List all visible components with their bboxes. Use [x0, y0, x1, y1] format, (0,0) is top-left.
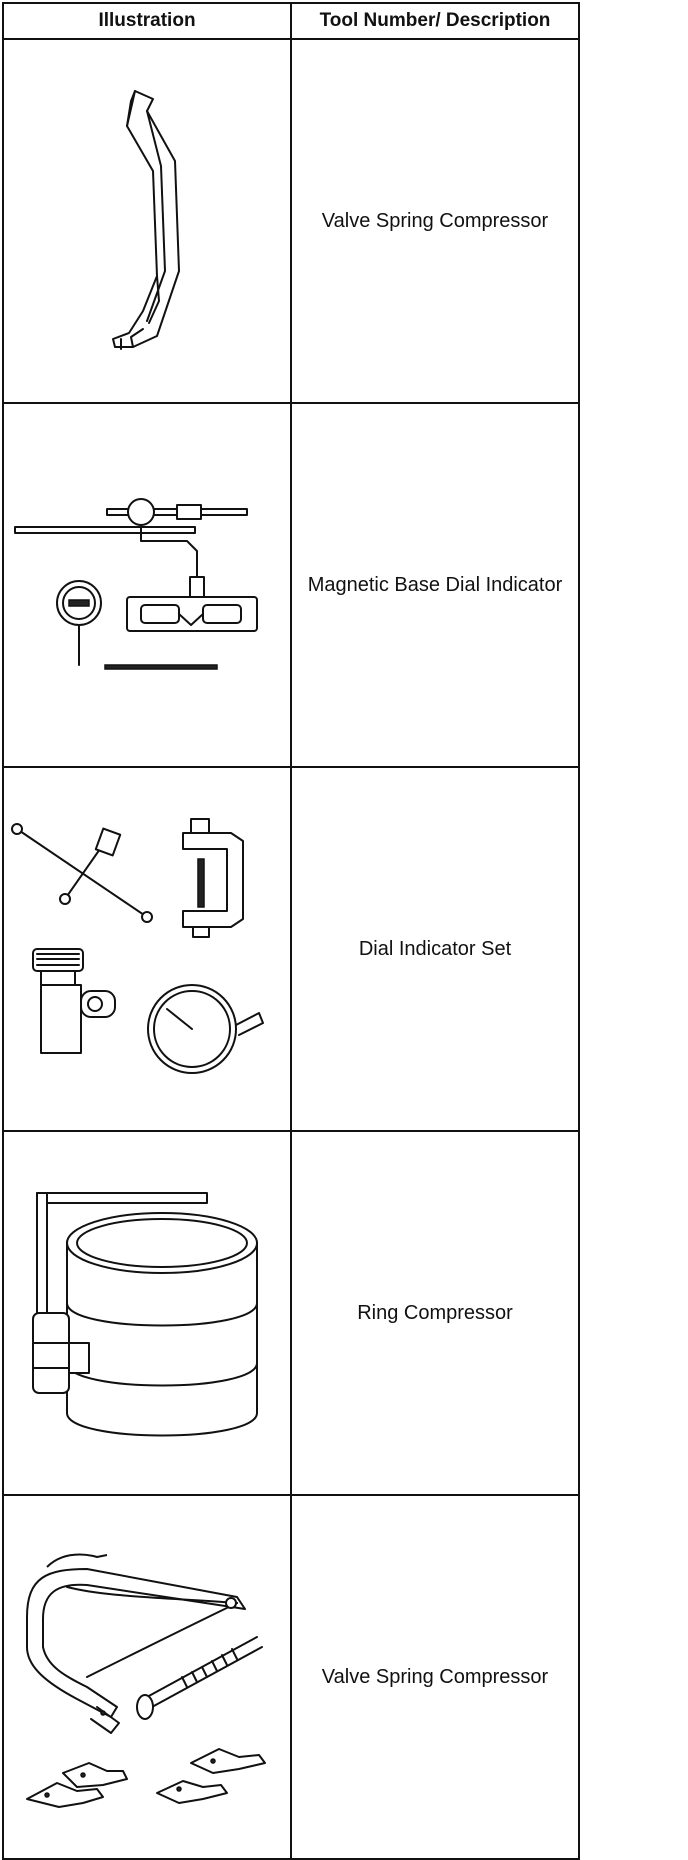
table-row: Valve Spring Compressor — [2, 38, 580, 404]
tool-description: Ring Compressor — [290, 1130, 580, 1496]
tool-description: Valve Spring Compressor — [290, 1494, 580, 1860]
valve-spring-compressor-c-clamp-icon — [26, 1553, 266, 1808]
description-column-header: Tool Number/ Description — [290, 2, 580, 40]
special-tools-table: Illustration Tool Number/ Description Va… — [2, 2, 580, 1860]
table-header-row: Illustration Tool Number/ Description — [2, 2, 580, 40]
table-row: Ring Compressor — [2, 1130, 580, 1496]
valve-spring-compressor-lever-icon — [112, 90, 180, 350]
illustration-column-header: Illustration — [2, 2, 292, 40]
illustration-cell — [2, 1494, 292, 1860]
table-row: Magnetic Base Dial Indicator — [2, 402, 580, 768]
tool-table-page: Illustration Tool Number/ Description Va… — [0, 0, 581, 1860]
illustration-cell — [2, 38, 292, 404]
tool-description: Valve Spring Compressor — [290, 38, 580, 404]
magnetic-base-dial-indicator-icon — [14, 498, 258, 670]
tool-description: Magnetic Base Dial Indicator — [290, 402, 580, 768]
table-row: Valve Spring Compressor — [2, 1494, 580, 1860]
tool-description: Dial Indicator Set — [290, 766, 580, 1132]
illustration-cell — [2, 1130, 292, 1496]
illustration-cell — [2, 402, 292, 768]
table-row: Dial Indicator Set — [2, 766, 580, 1132]
dial-indicator-set-icon — [11, 818, 264, 1074]
ring-compressor-icon — [32, 1192, 258, 1437]
illustration-cell — [2, 766, 292, 1132]
